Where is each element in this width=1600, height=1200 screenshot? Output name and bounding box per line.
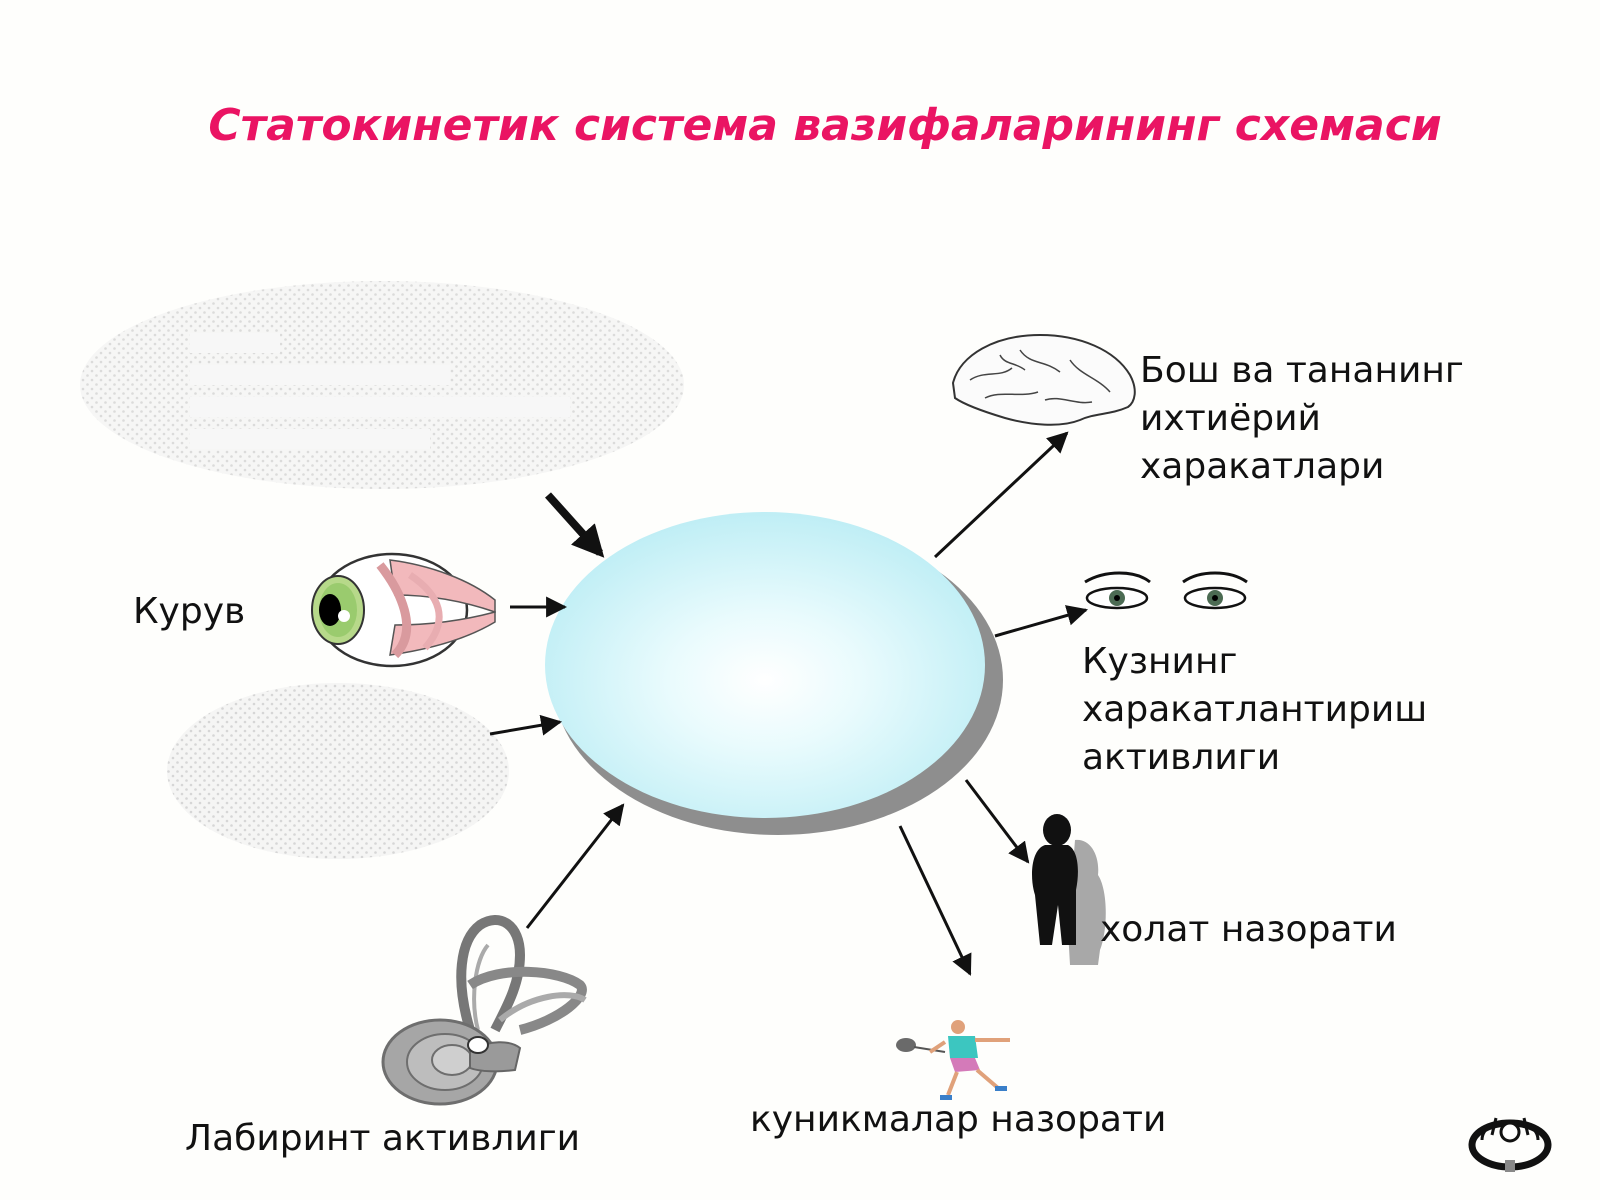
label-skills: куникмалар назорати bbox=[750, 1099, 1167, 1140]
arrow-to-posture bbox=[964, 779, 1030, 864]
faded-ellipse-bottom bbox=[167, 683, 509, 859]
brain-icon bbox=[951, 333, 1136, 426]
inner-ear-icon bbox=[381, 915, 587, 1106]
arrow-to-head-body bbox=[933, 431, 1069, 559]
arrow-to-eye-movement bbox=[994, 605, 1089, 638]
arrow-from-top-ellipse bbox=[545, 492, 605, 558]
arrow-to-skills bbox=[898, 825, 972, 976]
eyes-icon bbox=[1084, 571, 1248, 610]
arrow-from-labyrinth bbox=[525, 803, 625, 929]
label-vision: Курув bbox=[133, 591, 246, 632]
label-labyrinth: Лабиринт активлиги bbox=[185, 1118, 581, 1159]
standing-person-icon bbox=[1032, 814, 1106, 965]
faded-text-top bbox=[190, 333, 570, 463]
label-posture: холат назорати bbox=[1100, 909, 1397, 950]
logo-icon bbox=[1468, 1117, 1552, 1172]
label-eye-movement: Кузнинг харакатлантириш активлиги bbox=[1082, 641, 1428, 778]
slide-title: Статокинетик система вазифаларининг схем… bbox=[208, 100, 1442, 151]
center-ellipse bbox=[545, 512, 985, 818]
eyeball-icon bbox=[311, 552, 496, 668]
arrow-from-bottom-ellipse bbox=[489, 714, 563, 736]
tennis-player-icon bbox=[896, 1020, 1010, 1100]
label-head-body: Бош ва тананинг ихтиёрий харакатлари bbox=[1140, 350, 1464, 487]
